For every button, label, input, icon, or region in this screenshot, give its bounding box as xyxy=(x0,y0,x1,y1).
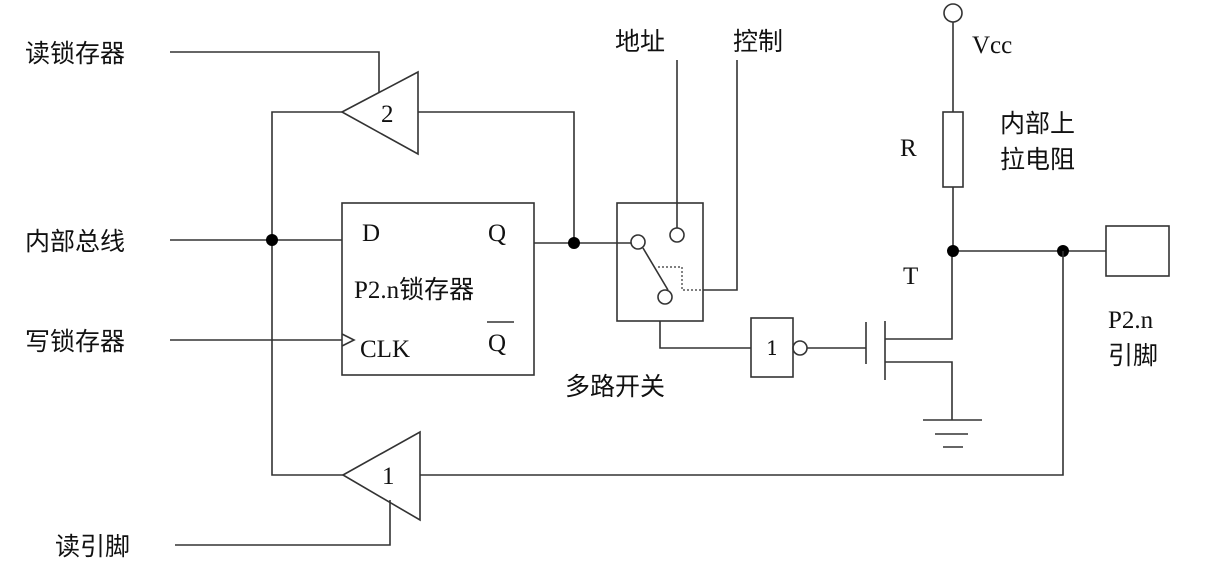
buffer-2 xyxy=(340,70,419,156)
latch-clk: CLK xyxy=(360,336,410,363)
pin-box xyxy=(1105,225,1170,277)
latch-q: Q xyxy=(488,220,506,247)
internal-bus-left-wire xyxy=(271,111,343,476)
control-wire xyxy=(703,60,738,291)
junction-q xyxy=(568,237,580,249)
label-write-latch: 写锁存器 xyxy=(25,327,125,356)
label-pin-1: P2.n xyxy=(1108,307,1154,334)
junction-drain xyxy=(947,245,959,257)
label-internal-bus: 内部总线 xyxy=(25,227,125,256)
clk-triangle-icon xyxy=(341,333,356,347)
label-pullup-2: 拉电阻 xyxy=(1000,145,1075,174)
buffer2-input-wire xyxy=(418,111,575,243)
latch-name: P2.n锁存器 xyxy=(354,276,474,304)
label-t: T xyxy=(903,263,918,290)
mux-lever xyxy=(642,247,669,291)
label-address: 地址 xyxy=(615,27,665,56)
label-mux: 多路开关 xyxy=(565,372,665,401)
mux-address-contact xyxy=(669,227,685,243)
label-vcc: Vcc xyxy=(972,32,1012,59)
mux-box xyxy=(616,202,704,322)
label-control: 控制 xyxy=(733,27,783,56)
latch-d: D xyxy=(362,220,380,247)
mux-control-contact xyxy=(657,289,673,305)
label-read-pin: 读引脚 xyxy=(55,532,130,561)
vcc-terminal xyxy=(943,3,963,23)
read-latch-wire xyxy=(170,51,380,92)
mux-input-contact xyxy=(630,234,646,250)
pullup-resistor xyxy=(942,111,964,188)
fet-source-wire xyxy=(885,361,953,420)
buffer-2-label: 2 xyxy=(381,101,394,128)
label-pin-2: 引脚 xyxy=(1108,341,1158,370)
read-pin-wire xyxy=(175,500,391,546)
latch-box xyxy=(341,202,535,376)
label-r: R xyxy=(900,135,917,162)
buffer-1-label: 1 xyxy=(382,463,395,490)
inverter-bubble xyxy=(792,340,808,356)
mux-output-wire xyxy=(659,321,751,349)
latch-qbar: Q xyxy=(488,330,506,357)
read-pin-feedback-wire xyxy=(420,251,1064,476)
fet-drain-wire xyxy=(885,251,953,340)
inverter-label: 1 xyxy=(766,336,779,360)
mux-control-link xyxy=(658,266,703,291)
buffer-1 xyxy=(341,430,421,522)
label-pullup-1: 内部上 xyxy=(1000,109,1075,138)
junction-bus xyxy=(266,234,278,246)
label-read-latch: 读锁存器 xyxy=(25,39,125,68)
